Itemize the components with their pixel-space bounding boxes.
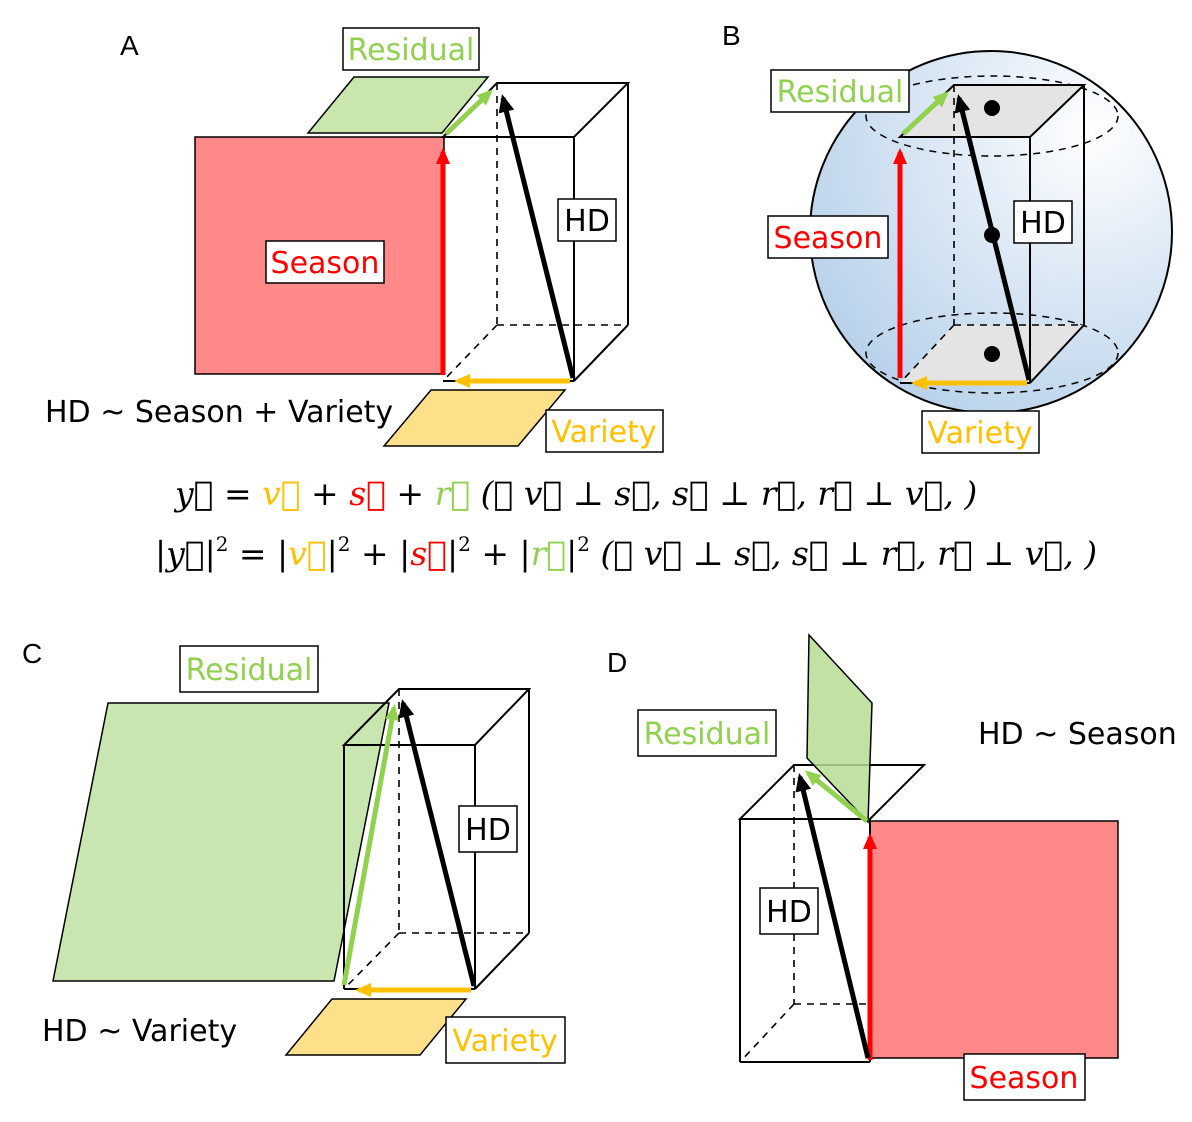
- eq1-y: y⃗: [173, 474, 213, 513]
- variety-label: Variety: [551, 415, 656, 450]
- residual-vector: [444, 89, 493, 136]
- hd-label: HD: [465, 813, 511, 848]
- residual-label-box: [770, 69, 910, 113]
- box-hidden-edges: [442, 83, 628, 382]
- equation-sum: y⃗ = v⃗ + s⃗ + r⃗ (∵ v⃗ ⊥ s⃗, s⃗ ⊥ r⃗, r…: [173, 474, 977, 513]
- eq1-plus1: +: [301, 474, 350, 513]
- variety-label: Variety: [452, 1024, 557, 1059]
- eq1-s: s⃗: [349, 474, 386, 513]
- eq2-lhs: |y⃗|: [155, 534, 216, 573]
- residual-vector: [804, 770, 869, 823]
- residual-label-box: [637, 709, 777, 757]
- residual-label: Residual: [348, 33, 475, 68]
- eq2-bar3: |: [566, 534, 577, 573]
- panel-a: A Residual Season H: [45, 27, 664, 453]
- panel-b: B Residual: [722, 20, 1173, 454]
- panel-c-letter: C: [22, 638, 42, 669]
- hd-label-box: [759, 887, 819, 935]
- variety-plane: [284, 998, 468, 1056]
- eq2-exp3: 2: [577, 532, 590, 556]
- equation-squares: |y⃗|2 = |v⃗|2 + |s⃗|2 + |r⃗|2 (∵ v⃗ ⊥ s⃗…: [155, 532, 1097, 573]
- eq2-v: v⃗: [288, 534, 326, 573]
- variety-plane: [382, 389, 567, 447]
- hd-label-box: [1013, 200, 1073, 244]
- eq2-bar1: |: [327, 534, 338, 573]
- eq2-condition: (∵ v⃗ ⊥ s⃗, s⃗ ⊥ r⃗, r⃗ ⊥ v⃗, ): [590, 534, 1097, 573]
- bottom-center-dot: [984, 346, 1000, 362]
- top-ellipse: [865, 75, 1119, 157]
- box-hidden-edges: [899, 85, 1084, 384]
- panel-a-letter: A: [120, 30, 139, 61]
- eq2-bar2: |: [447, 534, 458, 573]
- season-label-box: [767, 215, 889, 259]
- residual-vector: [901, 91, 949, 136]
- variety-label-box: [445, 1016, 566, 1064]
- hd-vector: [954, 94, 1032, 381]
- variety-label-box: [921, 410, 1040, 454]
- residual-label-box: [342, 27, 480, 71]
- eq2-equals: = |: [228, 534, 288, 573]
- panel-b-letter: B: [722, 20, 741, 51]
- residual-label: Residual: [777, 75, 904, 110]
- residual-plane: [52, 702, 390, 982]
- season-plane: [869, 820, 1119, 1059]
- season-label: Season: [970, 1061, 1079, 1096]
- season-label-box: [265, 240, 385, 284]
- eq2-exp2: 2: [458, 532, 471, 556]
- hd-label-box: [458, 805, 518, 853]
- hd-label: HD: [1020, 206, 1066, 241]
- panel-c: C Residual HD Variety: [22, 638, 566, 1064]
- eq2-plus2: + |: [471, 534, 531, 573]
- eq2-exp1: 2: [338, 532, 351, 556]
- season-label: Season: [271, 246, 380, 281]
- eq2-plus1: + |: [350, 534, 410, 573]
- hd-vector: [498, 94, 576, 379]
- bottom-ellipse: [865, 312, 1119, 394]
- box-hidden-edges: [343, 689, 529, 990]
- hd-label: HD: [766, 895, 812, 930]
- season-label: Season: [774, 221, 883, 256]
- eq2-exp: 2: [216, 532, 229, 556]
- model-label: HD ~ Season + Variety: [45, 395, 393, 430]
- model-label: HD ~ Season: [978, 717, 1177, 752]
- variety-label: Variety: [927, 416, 1032, 451]
- hd-vector: [398, 699, 477, 987]
- top-center-dot: [984, 100, 1000, 116]
- eq1-r: r⃗: [435, 474, 471, 513]
- residual-label-box: [179, 645, 319, 693]
- model-label: HD ~ Variety: [42, 1014, 237, 1049]
- panel-d: D Residual HD Season HD ~ Season: [607, 633, 1177, 1101]
- hd-label: HD: [564, 204, 610, 239]
- panel-d-letter: D: [607, 647, 627, 678]
- variety-label-box: [545, 409, 664, 453]
- equations: y⃗ = v⃗ + s⃗ + r⃗ (∵ v⃗ ⊥ s⃗, s⃗ ⊥ r⃗, r…: [155, 474, 1097, 573]
- residual-label: Residual: [644, 717, 771, 752]
- season-label-box: [963, 1053, 1086, 1101]
- residual-label: Residual: [186, 653, 313, 688]
- eq2-r: r⃗: [531, 534, 567, 573]
- eq1-condition: (∵ v⃗ ⊥ s⃗, s⃗ ⊥ r⃗, r⃗ ⊥ v⃗, ): [470, 474, 977, 513]
- residual-plane: [306, 76, 490, 134]
- eq1-equals: =: [213, 474, 262, 513]
- hd-vector: [795, 773, 871, 1059]
- eq2-s: s⃗: [410, 534, 447, 573]
- eq1-v: v⃗: [262, 474, 300, 513]
- hd-label-box: [557, 198, 617, 242]
- eq1-plus2: +: [386, 474, 435, 513]
- residual-plane: [806, 633, 873, 824]
- residual-vector: [341, 704, 399, 986]
